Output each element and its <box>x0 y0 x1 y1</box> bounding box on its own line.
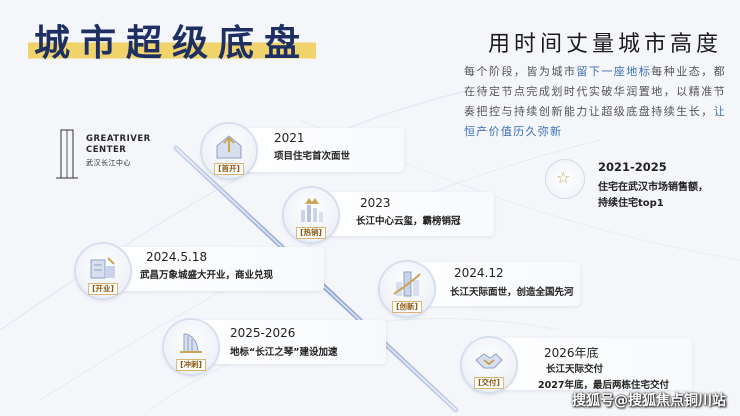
milestone-desc: 长江中心云玺，霸榜销冠 <box>356 216 461 227</box>
tower-icon: [创新] <box>380 262 434 316</box>
crown-icon: [热销] <box>284 188 338 242</box>
tower-logo-icon <box>56 129 78 179</box>
milestone-year: 2025-2026 <box>230 326 296 340</box>
milestone-year: 2024.5.18 <box>146 250 208 264</box>
annotation-year: 2021-2025 <box>598 160 667 174</box>
milestone-year: 2024.12 <box>454 266 504 280</box>
annotation-line1: 住宅在武汉市场销售额， <box>598 182 708 193</box>
milestone-year: 2023 <box>360 196 391 210</box>
milestone-desc: 长江天际交付 <box>546 364 604 375</box>
logo-chinese: 武汉长江中心 <box>86 159 131 167</box>
handshake-icon: [交付] <box>462 338 516 392</box>
mall-icon: [开业] <box>76 244 130 298</box>
milestone-desc-secondary: 2027年底，最后两栋住宅交付 <box>538 380 669 391</box>
milestone-year: 2026年底 <box>544 346 599 360</box>
page-title: 城市超级底盘 <box>28 14 317 66</box>
milestone-year: 2021 <box>274 131 305 145</box>
milestone-desc: 地标“长江之琴”建设加速 <box>230 347 338 358</box>
milestone-card-2023 <box>308 192 494 236</box>
milestone-desc: 长江天际面世，创造全国先河 <box>450 287 574 298</box>
annotation-line2: 持续住宅top1 <box>598 198 664 209</box>
milestone-desc: 武昌万象城盛大开业，商业兑现 <box>140 270 274 281</box>
watermark: 搜狐号@搜狐焦点铜川站 <box>572 393 726 409</box>
piano-icon: [冲刺] <box>164 320 218 374</box>
house-icon: [首开] <box>202 124 256 178</box>
milestone-desc: 项目住宅首次面世 <box>274 151 351 162</box>
intro-paragraph: 每个阶段，皆为城市留下一座地标每种业态，都在待定节点完成划时代实破华润置地，以精… <box>464 65 726 138</box>
page-subtitle: 用时间丈量城市高度 <box>487 32 722 57</box>
star-icon: ☆ <box>546 160 584 198</box>
